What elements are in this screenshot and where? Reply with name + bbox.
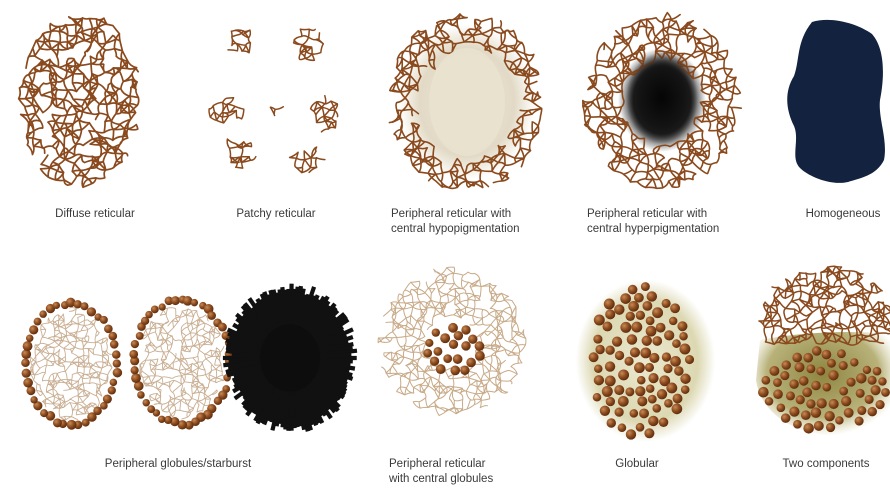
caption-peripheral-reticular-central-globules: Peripheral reticular with central globul… [389, 457, 493, 487]
globular-pattern [576, 280, 716, 442]
caption-homogeneous: Homogeneous [806, 207, 881, 222]
caption-peripheral-reticular-hyper: Peripheral reticular with central hyperp… [587, 207, 719, 237]
caption-line: Diffuse reticular [55, 207, 135, 222]
homogeneous-pattern [787, 20, 885, 183]
caption-line: Homogeneous [806, 207, 881, 222]
caption-line: Patchy reticular [236, 207, 315, 222]
caption-two-components: Two components [783, 457, 870, 472]
starburst-pattern [223, 284, 357, 432]
caption-line: Globular [615, 457, 658, 472]
caption-line: with central globules [389, 472, 493, 487]
caption-line: Peripheral reticular with [587, 207, 719, 222]
peripheral-reticular-central-globules-pattern [378, 267, 526, 415]
caption-line: Peripheral globules/starburst [105, 457, 251, 472]
caption-line: Peripheral reticular [389, 457, 493, 472]
caption-line: central hypopigmentation [391, 222, 520, 237]
peripheral-globules-pattern-b [129, 296, 234, 430]
peripheral-globules-pattern-a [21, 298, 122, 430]
caption-globular: Globular [615, 457, 658, 472]
caption-line: central hyperpigmentation [587, 222, 719, 237]
patchy-reticular-pattern [209, 29, 338, 172]
diffuse-reticular-pattern [19, 17, 139, 187]
caption-diffuse-reticular: Diffuse reticular [55, 207, 135, 222]
caption-line: Peripheral reticular with [391, 207, 520, 222]
caption-line: Two components [783, 457, 870, 472]
peripheral-reticular-hyperpigmentation-pattern [583, 13, 741, 189]
caption-peripheral-globules-starburst: Peripheral globules/starburst [105, 457, 251, 472]
caption-peripheral-reticular-hypo: Peripheral reticular with central hypopi… [391, 207, 520, 237]
peripheral-reticular-hypopigmentation-pattern [389, 14, 541, 188]
caption-patchy-reticular: Patchy reticular [236, 207, 315, 222]
two-components-pattern [756, 266, 890, 436]
